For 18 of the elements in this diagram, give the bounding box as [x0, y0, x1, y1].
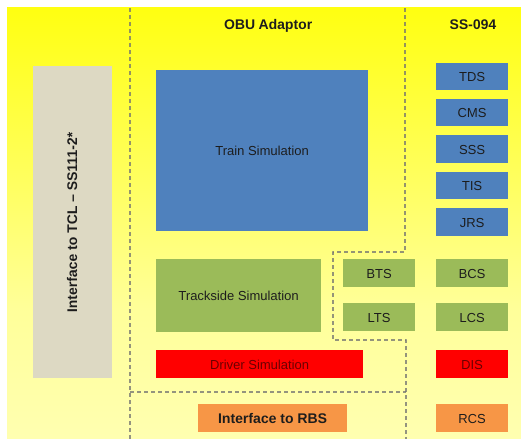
module-box: RCS	[436, 404, 508, 432]
region-heading: OBU Adaptor	[224, 16, 312, 32]
module-box: SSS	[436, 135, 508, 163]
module-box: TIS	[436, 172, 508, 199]
interface-box: Interface to TCL – SS111-2*	[33, 66, 112, 378]
simulation-block: Driver Simulation	[156, 350, 363, 378]
simulation-block: Train Simulation	[156, 70, 368, 231]
region-heading: SS-094	[450, 16, 496, 32]
module-box: LTS	[343, 303, 415, 331]
module-box: CMS	[436, 99, 508, 126]
simulation-block: Trackside Simulation	[156, 259, 321, 332]
module-box: JRS	[436, 208, 508, 236]
module-box: DIS	[436, 350, 508, 378]
module-box: TDS	[436, 63, 508, 90]
interface-box: Interface to RBS	[198, 404, 347, 432]
module-box: LCS	[436, 303, 508, 331]
module-box: BCS	[436, 259, 508, 287]
module-box: BTS	[343, 259, 415, 287]
